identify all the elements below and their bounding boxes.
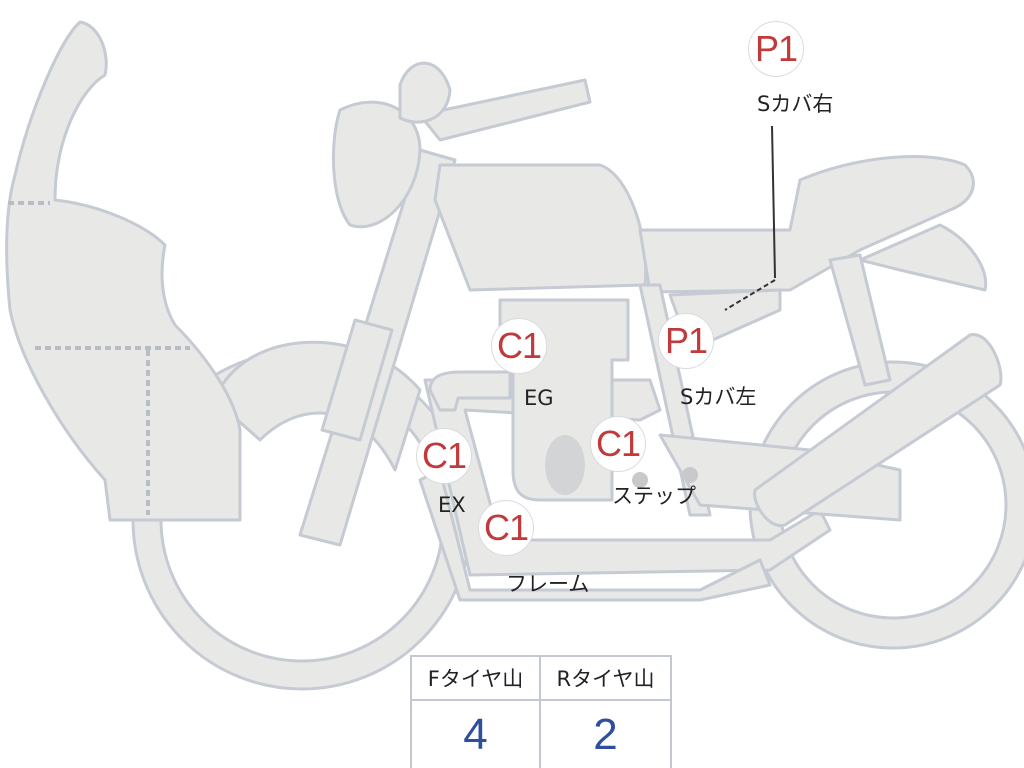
- damage-marker-s-cover-right[interactable]: P1: [748, 21, 804, 77]
- handlebar: [418, 78, 592, 142]
- label-step: ステップ: [612, 484, 696, 508]
- label-exhaust: EX: [438, 493, 466, 517]
- damage-marker-exhaust[interactable]: C1: [416, 428, 472, 484]
- headlight: [331, 100, 422, 229]
- front-tire-header: Fタイヤ山: [412, 657, 541, 701]
- seat: [638, 155, 975, 294]
- damage-marker-frame[interactable]: C1: [478, 500, 534, 556]
- front-tire-value: 4: [412, 701, 541, 768]
- label-engine: EG: [524, 386, 554, 410]
- fairing: [5, 20, 242, 522]
- rear-fender: [858, 223, 988, 292]
- label-s-cover-left: Sカバ左: [680, 385, 757, 409]
- rear-tire-value: 2: [593, 709, 618, 759]
- exhaust-pipe: [428, 370, 512, 412]
- fuel-tank: [433, 163, 648, 292]
- damage-marker-engine[interactable]: C1: [491, 318, 547, 374]
- label-frame: フレーム: [506, 572, 590, 596]
- tire-tread-table: Fタイヤ山 Rタイヤ山 4 2: [410, 655, 672, 768]
- label-s-cover-right: Sカバ右: [757, 92, 834, 116]
- damage-marker-step[interactable]: C1: [590, 416, 646, 472]
- rear-tire-header: Rタイヤ山: [541, 657, 670, 701]
- leader-line: [771, 125, 776, 279]
- damage-marker-s-cover-left[interactable]: P1: [658, 313, 714, 369]
- muffler: [753, 333, 1003, 528]
